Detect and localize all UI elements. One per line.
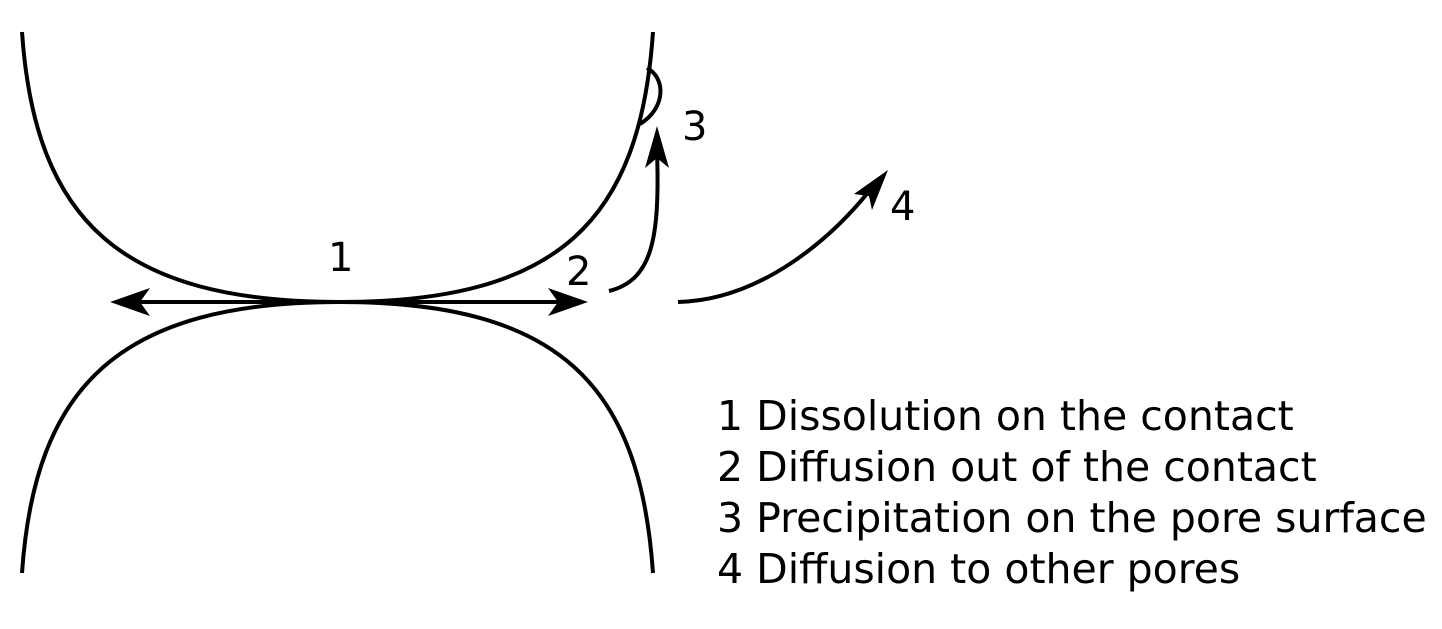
precipitate-bump	[638, 66, 663, 126]
legend-item-1: 1 Dissolution on the contact	[717, 392, 1294, 440]
legend-item-2: 2 Diffusion out of the contact	[717, 443, 1317, 491]
legend: 1 Dissolution on the contact 2 Diffusion…	[717, 392, 1427, 593]
marker-2: 2	[566, 249, 591, 295]
diffusion-to-pore-surface-arrow-head	[645, 126, 669, 168]
legend-item-3: 3 Precipitation on the pore surface	[717, 494, 1427, 542]
marker-3: 3	[682, 104, 707, 150]
contact-arrow-right-head	[548, 288, 588, 316]
diffusion-to-pore-surface-arrow	[608, 149, 660, 293]
lower-grain-outline	[20, 299, 655, 574]
diffusion-to-other-pores-arrow-head	[854, 170, 888, 210]
marker-1: 1	[328, 235, 353, 281]
marker-4: 4	[890, 184, 915, 230]
diffusion-to-other-pores-arrow	[677, 188, 872, 304]
legend-item-4: 4 Diffusion to other pores	[717, 545, 1240, 593]
contact-arrow-left-head	[110, 288, 150, 316]
